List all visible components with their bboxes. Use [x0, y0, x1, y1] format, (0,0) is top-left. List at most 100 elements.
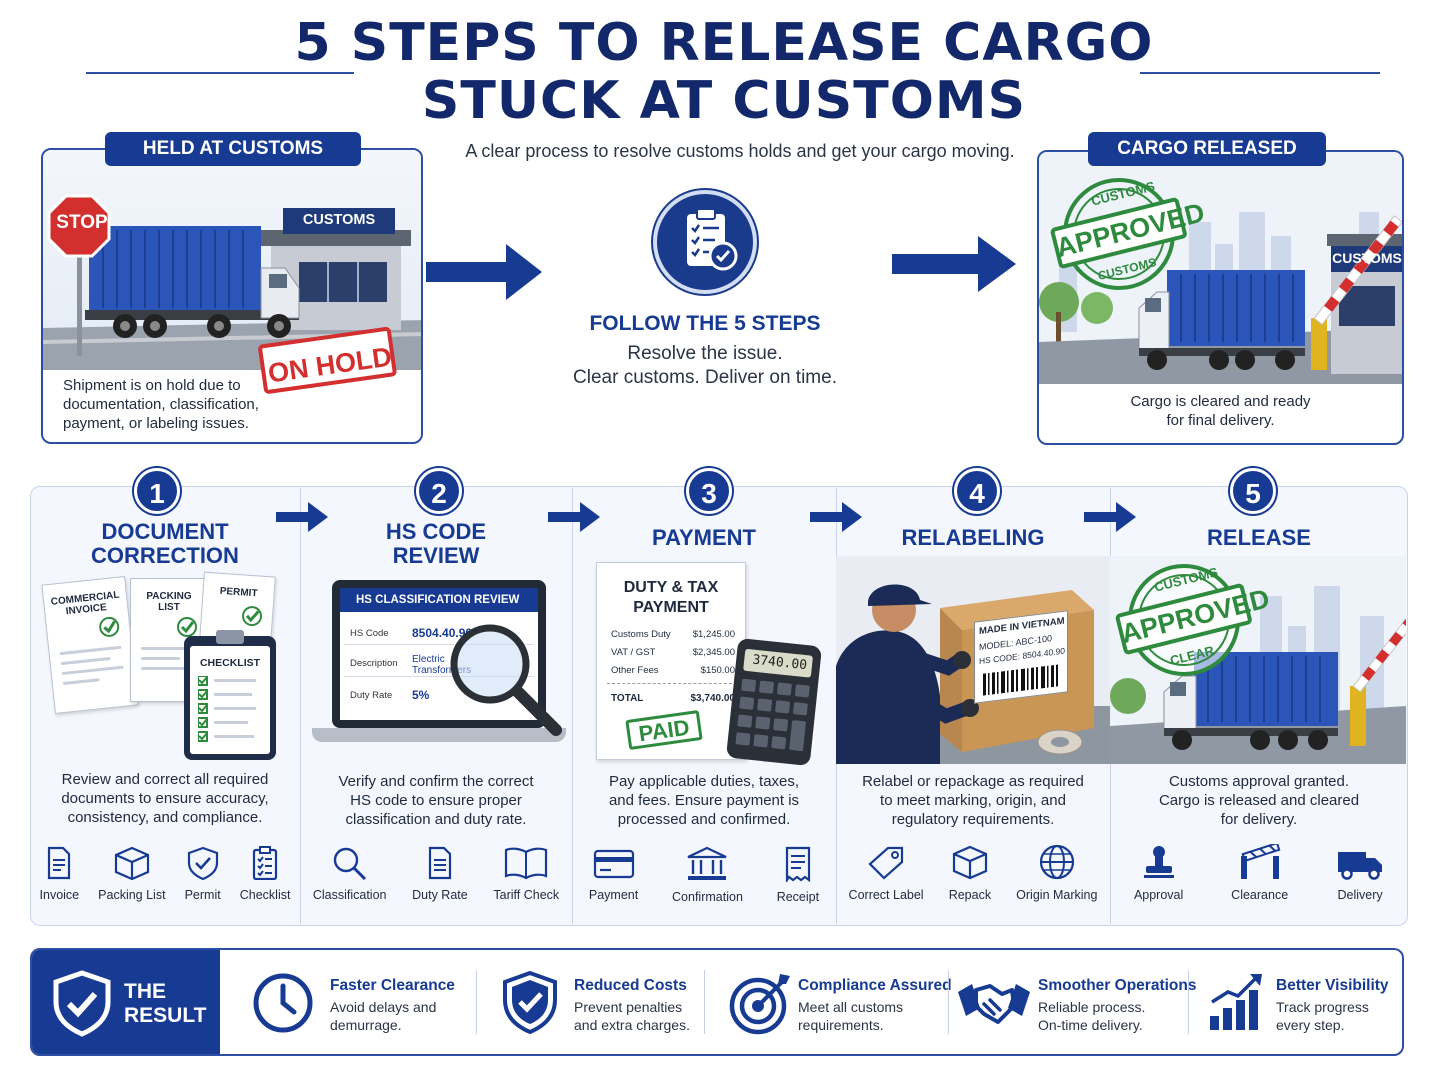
commercial-invoice-doc: COMMERCIAL INVOICE — [41, 575, 139, 715]
checklist-item: Checklist — [240, 846, 290, 902]
center-line-2: Clear customs. Deliver on time. — [573, 367, 837, 388]
step-number: 4 — [954, 468, 1000, 514]
correct-label-item: Correct Label — [849, 844, 924, 902]
step-3: 3 PAYMENT DUTY & TAX PAYMENT Customs Dut… — [572, 468, 836, 926]
hs-code-value: 8504.40.90 — [412, 626, 473, 640]
step-number: 3 — [686, 468, 732, 514]
permit-item: Permit — [185, 846, 221, 902]
laptop-illustration: HS CLASSIFICATION REVIEW HS Code 8504.40… — [310, 580, 566, 790]
documents-illustration: COMMERCIAL INVOICE PACKING LIST PERMIT C… — [40, 571, 290, 784]
permit-doc: PERMIT — [196, 571, 276, 689]
step-description: Relabel or repackage as required to meet… — [862, 773, 1084, 828]
tag-icon — [868, 846, 904, 880]
target-icon — [729, 974, 790, 1035]
duty-receipt: DUTY & TAX PAYMENT Customs Duty $1,245.0… — [596, 562, 746, 760]
step-number: 5 — [1230, 468, 1276, 514]
page-title-line-2: STUCK AT CUSTOMS — [421, 71, 1027, 131]
step-icon-row: Payment Confirmation Receipt — [572, 846, 836, 904]
handshake-icon — [958, 984, 1030, 1024]
step-separator — [572, 488, 573, 924]
invoice-icon — [48, 846, 71, 880]
released-panel: CUSTOMS APPROVED CUSTOMS CUSTOMS Cargo i… — [1037, 150, 1404, 445]
clipboard-check-icon — [653, 190, 757, 294]
duty-rate-item: Duty Rate — [412, 846, 468, 902]
classification-item: Classification — [313, 846, 386, 902]
step-4: 4 RELABELING MADE IN VIETNAM MODEL: ABC-… — [836, 468, 1110, 926]
step-description: Pay applicable duties, taxes, and fees. … — [608, 773, 800, 828]
step-icon-row: Correct Label Repack Origin Marking — [836, 844, 1110, 902]
product-label: MADE IN VIETNAM MODEL: ABC-100 HS CODE: … — [974, 610, 1068, 704]
release-scene — [1110, 556, 1406, 764]
open-book-icon — [505, 847, 548, 880]
center-line-1: Resolve the issue. — [627, 343, 783, 364]
released-scene-illustration — [1039, 152, 1402, 384]
repack-item: Repack — [949, 844, 991, 902]
step-title: RELABELING — [901, 525, 1045, 550]
step-1: 1 DOCUMENT CORRECTION COMMERCIAL INVOICE… — [30, 468, 300, 926]
step-title: RELEASE — [1207, 525, 1311, 550]
step-number: 1 — [134, 468, 180, 514]
step-separator — [300, 488, 301, 924]
check-icon — [99, 616, 120, 637]
clearance-item: Clearance — [1231, 844, 1288, 902]
step-description: Verify and confirm the correct HS code t… — [338, 773, 534, 828]
origin-marking-item: Origin Marking — [1016, 844, 1097, 902]
step-title: PAYMENT — [652, 525, 756, 550]
check-icon — [242, 606, 263, 627]
held-panel: STOP CUSTOMS ON HOLD Shipment is on hold… — [41, 148, 423, 444]
released-booth-sign: CUSTOMS — [1332, 250, 1402, 266]
result-divider — [476, 970, 477, 1034]
page-subtitle: A clear process to resolve customs holds… — [465, 141, 1015, 161]
released-caption: Cargo is cleared and ready for final del… — [1130, 393, 1311, 429]
magnifier-icon — [450, 624, 562, 736]
truck-icon — [1338, 852, 1383, 880]
arrow-right-icon — [276, 502, 328, 532]
step-icon-row: Classification Duty Rate Tariff Check — [300, 846, 572, 902]
result-label-block: THE RESULT — [32, 950, 220, 1054]
shield-check-icon — [503, 970, 557, 1035]
receipt-item: Receipt — [777, 846, 819, 904]
held-scene-illustration — [43, 150, 421, 394]
calculator: 3740.00 — [725, 637, 823, 767]
check-icon — [177, 617, 197, 637]
title-block: 5 STEPS TO RELEASE CARGO STUCK AT CUSTOM… — [0, 14, 1448, 130]
held-caption: Shipment is on hold due to documentation… — [63, 377, 259, 432]
shield-check-icon — [53, 970, 111, 1037]
result-bar: THE RESULT Faster Clearance Avoid delays… — [30, 948, 1404, 1056]
shield-check-icon — [187, 846, 218, 880]
relabeling-illustration: MADE IN VIETNAM MODEL: ABC-100 HS CODE: … — [836, 556, 1110, 764]
box-icon — [114, 846, 149, 880]
box-icon — [952, 845, 987, 880]
step-title: HS CODE REVIEW — [385, 519, 487, 568]
confirmation-item: Confirmation — [672, 846, 743, 904]
step-title: DOCUMENT CORRECTION — [91, 519, 239, 568]
result-divider — [948, 970, 949, 1034]
released-tab: CARGO RELEASED — [1088, 132, 1326, 166]
release-illustration: CUSTOMS APPROVED CLEAR — [1110, 556, 1406, 764]
arrow-right-icon — [426, 244, 542, 300]
approval-item: Approval — [1134, 844, 1183, 902]
payment-illustration: DUTY & TAX PAYMENT Customs Duty $1,245.0… — [582, 562, 826, 772]
arrow-right-icon — [892, 236, 1016, 292]
packing-list-item: Packing List — [98, 846, 166, 902]
worker-box-scene — [836, 556, 1110, 764]
title-rule-left — [86, 72, 354, 74]
magnifier-icon — [333, 847, 366, 880]
result-label: THE RESULT — [124, 980, 207, 1027]
tariff-check-item: Tariff Check — [493, 846, 559, 902]
checklist-clipboard: CHECKLIST — [184, 630, 276, 760]
growth-chart-icon — [1210, 974, 1262, 1030]
step-description: Review and correct all required document… — [61, 771, 269, 826]
hs-screen-header: HS CLASSIFICATION REVIEW — [340, 588, 538, 612]
bank-icon — [687, 846, 727, 880]
held-tab: HELD AT CUSTOMS — [105, 132, 361, 166]
title-rule-right — [1140, 72, 1380, 74]
step-description: Customs approval granted. Cargo is relea… — [1158, 773, 1360, 828]
result-divider — [704, 970, 705, 1034]
page-title-line-1: 5 STEPS TO RELEASE CARGO — [294, 13, 1154, 73]
receipt-icon — [785, 846, 810, 882]
step-number: 2 — [416, 468, 462, 514]
